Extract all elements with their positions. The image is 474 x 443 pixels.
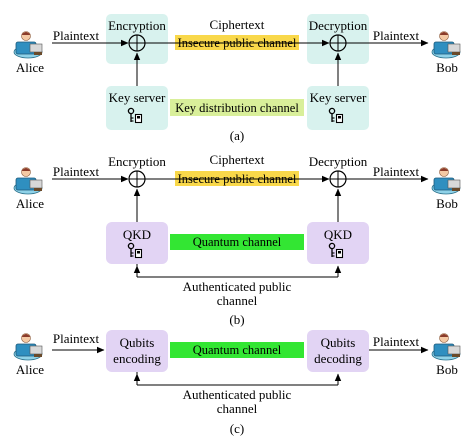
quantum-channel-label: Quantum channel: [193, 343, 282, 357]
plaintext-label-left: Plaintext: [53, 28, 100, 43]
panel-a: Alice Plaintext Encryption Decryption Ci…: [13, 14, 461, 143]
plaintext-label-left: Plaintext: [53, 164, 100, 179]
auth-channel-label-2: channel: [217, 293, 258, 308]
bob-label: Bob: [436, 362, 458, 377]
qubits-encoding-label-1: Qubits: [120, 335, 155, 350]
qubits-decoding-box: [307, 330, 369, 372]
ciphertext-label: Ciphertext: [210, 17, 265, 32]
bob-icon: [431, 31, 461, 59]
encryption-label: Encryption: [108, 154, 166, 169]
key-distribution-label: Key distribution channel: [175, 101, 299, 115]
caption-b: (b): [229, 312, 244, 327]
alice-label: Alice: [16, 196, 44, 211]
qubits-decoding-label-1: Qubits: [321, 335, 356, 350]
quantum-channel-label: Quantum channel: [193, 235, 282, 249]
key-server-box-left: [106, 86, 168, 130]
bob-icon: [431, 333, 461, 361]
qkd-label-left: QKD: [123, 227, 151, 242]
plaintext-label-left: Plaintext: [53, 331, 100, 346]
key-server-label-left: Key server: [109, 90, 166, 105]
key-server-box-right: [307, 86, 369, 130]
quantum-channel-bar: [170, 234, 304, 250]
plaintext-label-right: Plaintext: [373, 28, 420, 43]
qkd-box-left: [106, 222, 168, 264]
ciphertext-label: Ciphertext: [210, 152, 265, 167]
key-distribution-bar: [170, 99, 304, 116]
auth-channel-label-1: Authenticated public: [183, 387, 292, 402]
alice-icon: [13, 333, 43, 361]
plaintext-label-right: Plaintext: [373, 334, 420, 349]
bob-label: Bob: [436, 196, 458, 211]
panel-b: Alice Plaintext Encryption Decryption Ci…: [13, 152, 461, 327]
qkd-label-right: QKD: [324, 227, 352, 242]
alice-label: Alice: [16, 362, 44, 377]
key-server-label-right: Key server: [310, 90, 367, 105]
quantum-channel-bar: [170, 342, 304, 358]
qkd-box-right: [307, 222, 369, 264]
caption-c: (c): [230, 421, 244, 436]
auth-channel-label-2: channel: [217, 401, 258, 416]
bob-label: Bob: [436, 60, 458, 75]
decryption-label: Decryption: [309, 154, 368, 169]
alice-icon: [13, 31, 43, 59]
decryption-label: Decryption: [309, 18, 368, 33]
alice-icon: [13, 167, 43, 195]
qubits-decoding-label-2: decoding: [314, 351, 362, 366]
auth-channel-label-1: Authenticated public: [183, 279, 292, 294]
encryption-label: Encryption: [108, 18, 166, 33]
panel-c: Alice Plaintext Qubits encoding Qubits d…: [13, 330, 461, 436]
caption-a: (a): [230, 128, 244, 143]
alice-label: Alice: [16, 60, 44, 75]
bob-icon: [431, 167, 461, 195]
plaintext-label-right: Plaintext: [373, 164, 420, 179]
qubits-encoding-label-2: encoding: [113, 351, 161, 366]
qubits-encoding-box: [106, 330, 168, 372]
